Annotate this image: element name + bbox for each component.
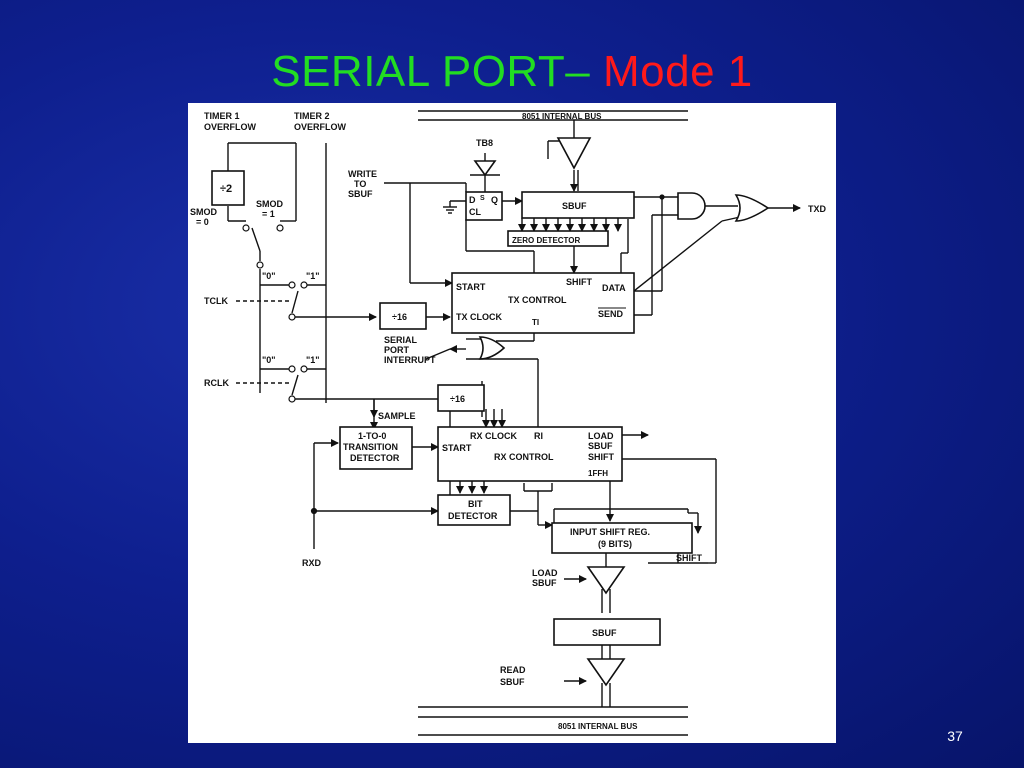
divide-by-2-box [211,170,245,206]
rxd-label: RXD [302,558,322,568]
tb8-buffer [473,160,497,177]
title-accent: Mode 1 [602,47,753,96]
rx-ri-label: RI [534,431,543,441]
ff-q-label: Q [491,195,498,205]
rx-sbuf-label: SBUF [592,628,617,638]
tclk-label: TCLK [204,296,228,306]
read-label-2: SBUF [500,677,525,687]
rx-start-label: START [442,443,472,453]
ff-cl-label: CL [469,207,481,217]
serial-label-2: PORT [384,345,410,355]
ff-d-label: D [469,195,476,205]
rx-divide-16-box [437,384,485,412]
load-label-2: SBUF [532,578,557,588]
rx-clock-label: RX CLOCK [470,431,518,441]
trans-label-1: 1-TO-0 [358,431,386,441]
serial-port-diagram: TIMER 1 OVERFLOW TIMER 2 OVERFLOW ÷2 SMO… [188,103,836,743]
write-label-1: WRITE [348,169,377,179]
zero-detector-label: ZERO DETECTOR [512,236,581,245]
title-main: SERIAL PORT– [271,47,591,96]
tx-shift-label: SHIFT [566,277,593,287]
bit-label-1: BIT [468,499,483,509]
wires [227,110,801,736]
rx-sbuf-box [553,618,661,646]
rclk-zero-label: "0" [262,355,276,365]
trans-label-2: TRANSITION [343,442,398,452]
tx-sbuf-label: SBUF [562,201,587,211]
timer2-label-1: TIMER 2 [294,111,330,121]
isr-label-1: INPUT SHIFT REG. [570,527,650,537]
interrupt-or-gate [478,336,506,360]
rclk-one-label: "1" [306,355,320,365]
smod1-label-1: SMOD [256,199,284,209]
tclk-zero-label: "0" [262,271,276,281]
isr-shift-label: SHIFT [676,553,703,563]
read-sbuf-buffer [586,658,626,687]
bit-detector-box [437,494,511,526]
div2-label: ÷2 [220,183,232,195]
rx-1ffh-label: 1FFH [588,469,608,478]
timer2-label-2: OVERFLOW [294,122,347,132]
bottom-bus-label: 8051 INTERNAL BUS [558,722,638,731]
timer1-label-1: TIMER 1 [204,111,240,121]
load-label-1: LOAD [532,568,558,578]
rx-shift-label: SHIFT [588,452,615,462]
rclk-label: RCLK [204,378,229,388]
txd-label: TXD [808,204,827,214]
load-sbuf-buffer [586,566,626,595]
tx-data-label: DATA [602,283,626,293]
tclk-one-label: "1" [306,271,320,281]
rx-div16-label: ÷16 [450,394,465,404]
sample-label: SAMPLE [378,411,416,421]
smod0-label-1: SMOD [190,207,218,217]
tx-clock-label: TX CLOCK [456,312,502,322]
bit-label-2: DETECTOR [448,511,498,521]
input-shift-reg-box [551,522,693,554]
tb8-label: TB8 [476,138,493,148]
switch-contacts [242,194,665,515]
tx-bus-buffer [556,137,592,170]
tx-ti-label: TI [532,318,539,327]
smod0-label-2: = 0 [196,217,209,227]
ff-s-label: S [480,195,485,202]
rx-control-box [437,426,623,482]
smod1-label-2: = 1 [262,209,275,219]
zero-detector-box [507,230,609,247]
tx-start-label: START [456,282,486,292]
rx-sbuf-out-label: SBUF [588,441,613,451]
serial-label-1: SERIAL [384,335,418,345]
rx-control-label: RX CONTROL [494,452,554,462]
transition-detector-box [339,426,413,470]
write-label-3: SBUF [348,189,373,199]
serial-label-3: INTERRUPT [384,355,436,365]
labels: TIMER 1 OVERFLOW TIMER 2 OVERFLOW ÷2 SMO… [190,111,827,731]
blocks [211,170,693,646]
gates [473,137,770,687]
flip-flop-box [465,191,503,221]
diagram-svg: TIMER 1 OVERFLOW TIMER 2 OVERFLOW ÷2 SMO… [190,110,827,736]
tx-sbuf-box [521,191,635,219]
tx-divide-16-box [379,302,427,330]
tx-control-box [451,272,635,334]
top-bus-label: 8051 INTERNAL BUS [522,112,602,121]
tx-and-gate [677,192,706,220]
trans-label-3: DETECTOR [350,453,400,463]
slide-title: SERIAL PORT– Mode 1 [0,44,1024,100]
timer1-label-2: OVERFLOW [204,122,257,132]
read-label-1: READ [500,665,526,675]
tx-send-label: SEND [598,309,624,319]
slide-number: 37 [947,728,963,744]
write-label-2: TO [354,179,366,189]
rx-load-label: LOAD [588,431,614,441]
isr-label-2: (9 BITS) [598,539,632,549]
tx-control-label: TX CONTROL [508,295,567,305]
tx-div16-label: ÷16 [392,312,407,322]
tx-or-gate [734,194,770,222]
